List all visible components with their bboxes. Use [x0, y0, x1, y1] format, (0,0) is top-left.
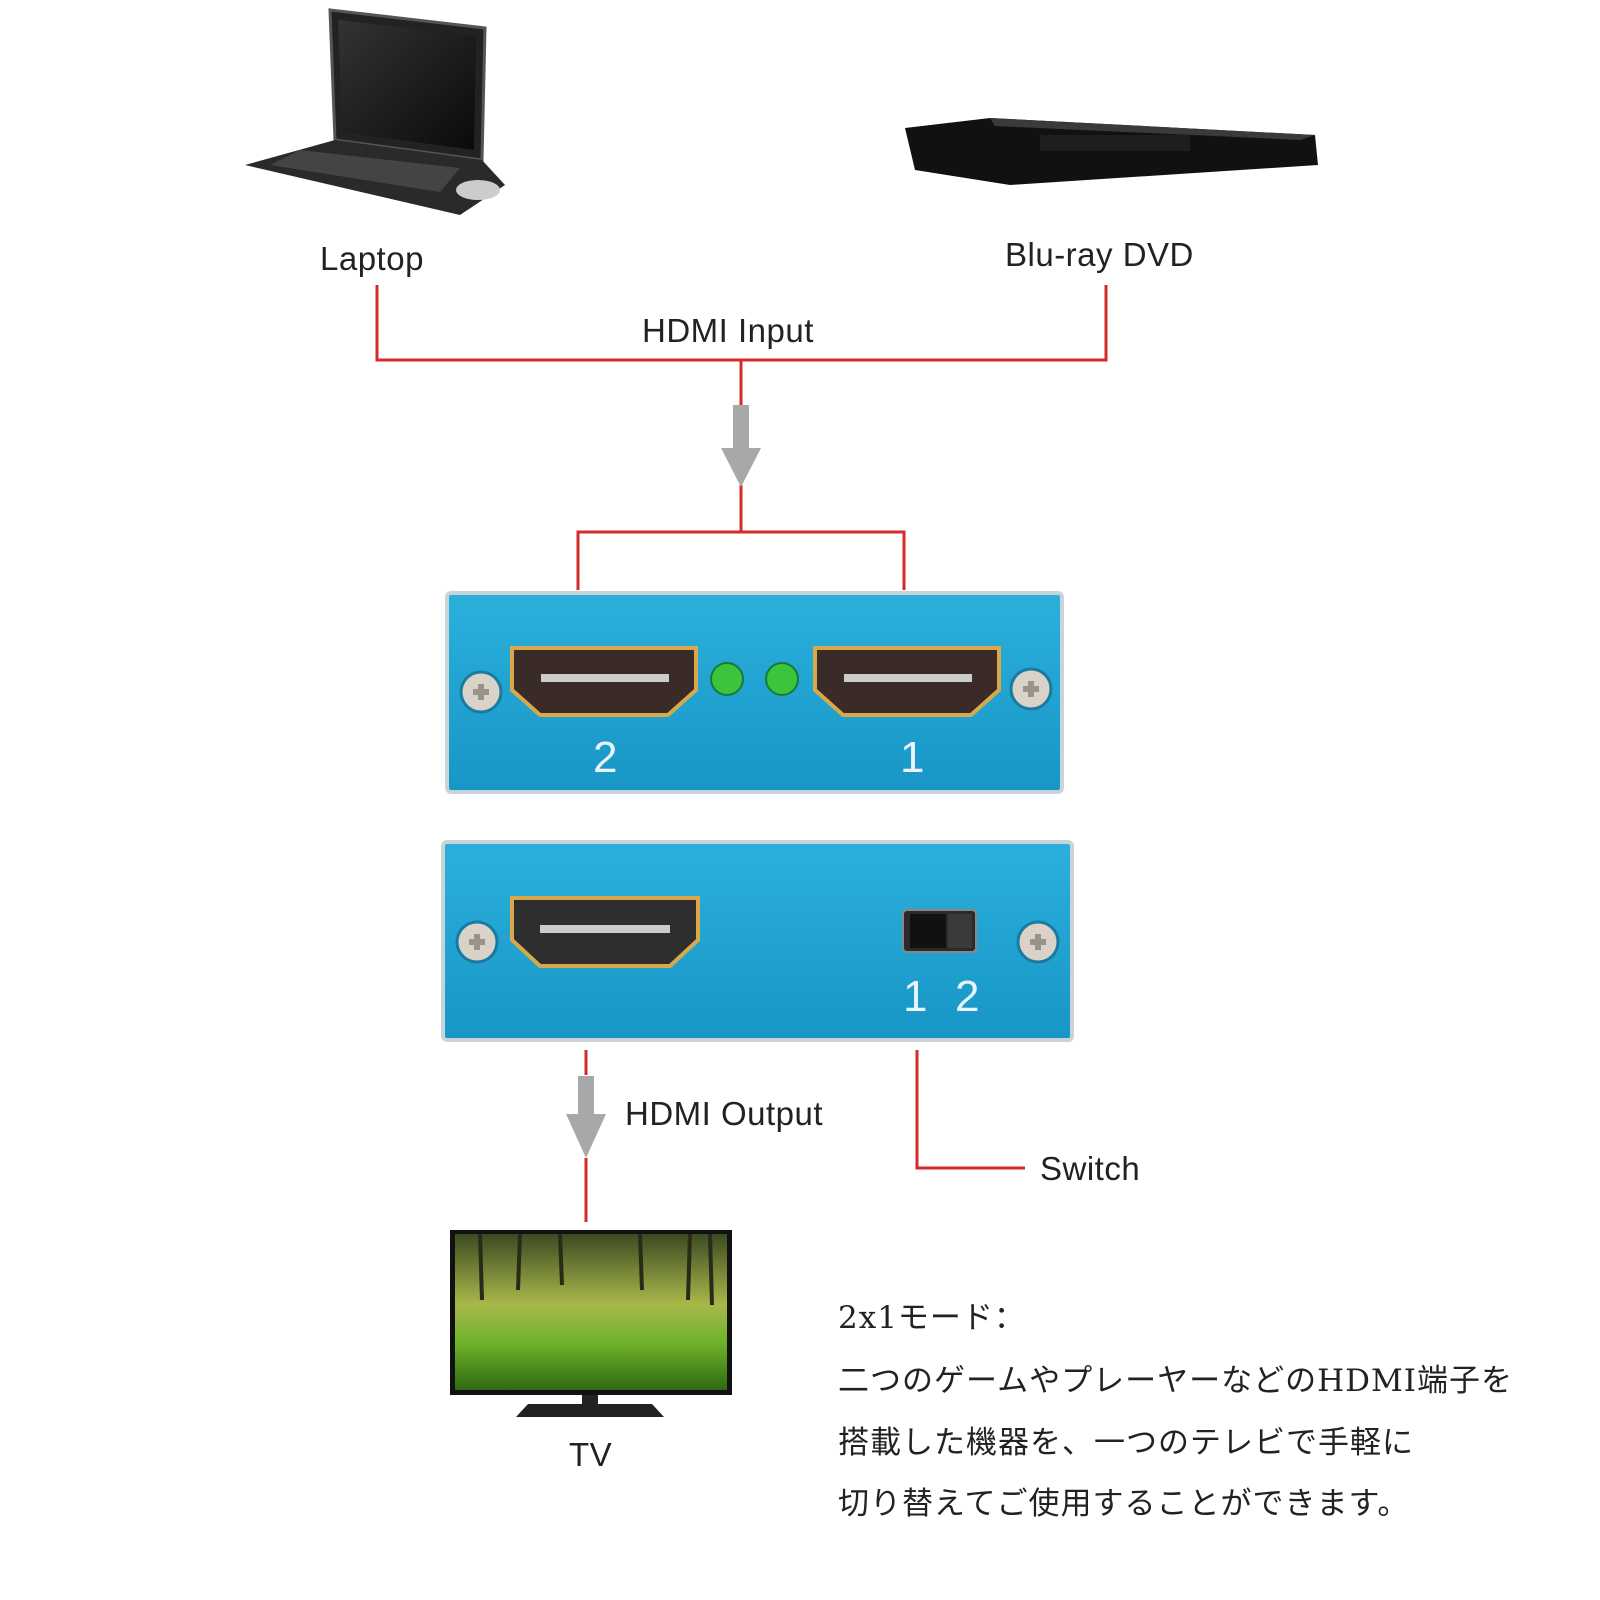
switch-position-label: 2 [955, 972, 980, 1021]
hdmi-output-port [510, 896, 700, 968]
tv-label: TV [569, 1436, 613, 1473]
hdmi-output-label: HDMI Output [625, 1095, 824, 1132]
description-line: 搭載した機器を、一つのテレビで手軽に [838, 1425, 1414, 1461]
switch-position-label: 1 [903, 972, 928, 1021]
hdmi-port-1 [813, 646, 1001, 717]
connector-lines [375, 285, 1108, 1222]
output-panel [441, 840, 1074, 1042]
led-indicator [765, 662, 799, 696]
input-panel [445, 591, 1064, 794]
screw-icon [459, 670, 503, 714]
port-number-label: 1 [900, 733, 925, 782]
description-line: 二つのゲームやプレーヤーなどのHDMI端子を [838, 1363, 1513, 1399]
tv-image [450, 1230, 732, 1417]
down-arrow-icon [721, 405, 761, 487]
screw-icon [455, 920, 499, 964]
toggle-switch [902, 909, 977, 953]
hdmi-port-2 [510, 646, 698, 717]
down-arrow-icon [566, 1076, 606, 1158]
description-line: 切り替えてご使用することができます。 [838, 1486, 1410, 1522]
switch-label: Switch [1040, 1150, 1141, 1187]
hdmi-input-label: HDMI Input [642, 312, 814, 349]
port-number-label: 2 [593, 733, 618, 782]
laptop-label: Laptop [320, 240, 424, 277]
bluray-label: Blu-ray DVD [1005, 236, 1194, 273]
screw-icon [1016, 920, 1060, 964]
screw-icon [1009, 667, 1053, 711]
led-indicator [710, 662, 744, 696]
description-title: 2x1モード： [838, 1300, 1026, 1336]
laptop-image [245, 8, 505, 215]
bluray-player-image [905, 118, 1318, 185]
